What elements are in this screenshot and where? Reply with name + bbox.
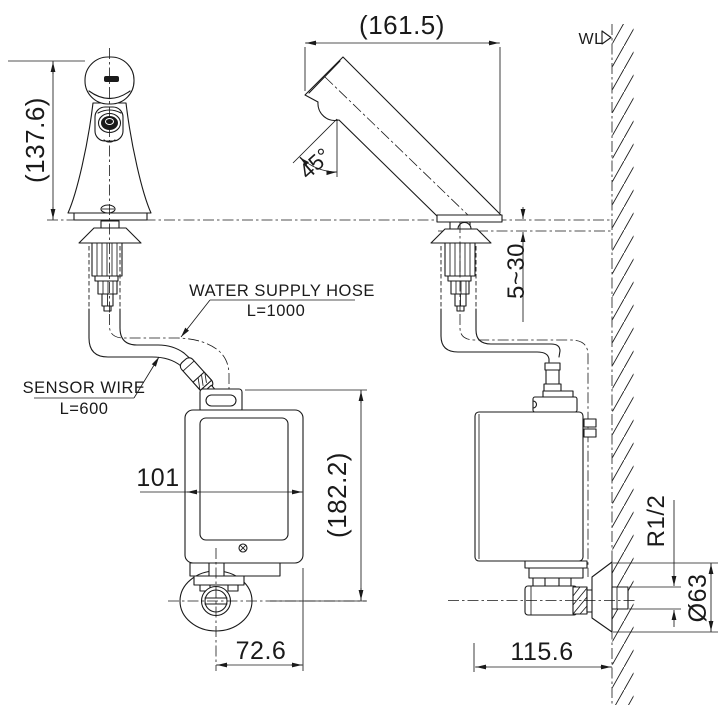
side-wire-plug	[544, 362, 561, 371]
faucet-base-plate	[73, 212, 148, 221]
water-supply-hose-label: WATER SUPPLY HOSE	[189, 282, 375, 300]
water-hose-centerline	[109, 314, 230, 410]
wall-hatch	[612, 24, 634, 705]
sensor-wire-line	[88, 308, 193, 377]
spout-body	[304, 56, 503, 217]
faucet-body	[67, 102, 152, 214]
dim-supply-thread: R1/2	[643, 495, 670, 548]
side-connector-cap	[532, 396, 578, 413]
spout-axis	[324, 76, 471, 218]
counter-lines	[47, 219, 612, 232]
controller-side-view	[448, 362, 637, 633]
controller-box-side	[474, 411, 584, 562]
hose-and-wire-routing	[88, 308, 589, 577]
dim-controller-depth: 115.6	[510, 638, 573, 666]
dim-escutcheon-diameter: Ø63	[684, 574, 712, 623]
outlet-face	[308, 60, 341, 94]
controller-panel	[199, 417, 289, 541]
callout-labels: WATER SUPPLY HOSE L=1000 SENSOR WIRE L=6…	[23, 282, 375, 418]
dim-spout-projection: (161.5)	[359, 10, 445, 40]
side-base-plate	[436, 214, 503, 223]
wall-clip	[583, 418, 597, 428]
faucet-front-view	[67, 48, 152, 314]
dim-spout-angle: 45°	[294, 143, 335, 184]
escutcheon	[591, 561, 613, 633]
side-mounting-flange	[430, 228, 492, 244]
dim-faucet-height: (137.6)	[20, 97, 50, 183]
dim-valve-offset: 72.6	[236, 637, 287, 665]
wall-line-marker: WL	[579, 30, 612, 48]
sensor-wire-length: L=600	[60, 400, 109, 418]
dimensions-layer: (137.6) (161.5) 45° 5~30 101 (182.2)	[8, 10, 718, 672]
controller-front-view	[168, 357, 366, 671]
connector-slot	[205, 394, 237, 407]
wall-line-arrow-icon	[601, 30, 612, 45]
faucet-side-view	[304, 56, 503, 314]
sensor-wire-label: SENSOR WIRE	[23, 379, 146, 397]
wire-leader	[133, 356, 160, 399]
supply-pipe	[611, 586, 629, 610]
dim-deck-thickness: 5~30	[503, 243, 530, 299]
mounting-flange	[78, 227, 142, 244]
water-supply-hose-length: L=1000	[247, 302, 306, 320]
hose-leader	[180, 299, 211, 338]
wall-line-label: WL	[579, 31, 604, 48]
dim-controller-width: 101	[136, 464, 179, 492]
dim-controller-height: (182.2)	[322, 452, 352, 538]
outlet-slot-icon	[104, 76, 119, 82]
